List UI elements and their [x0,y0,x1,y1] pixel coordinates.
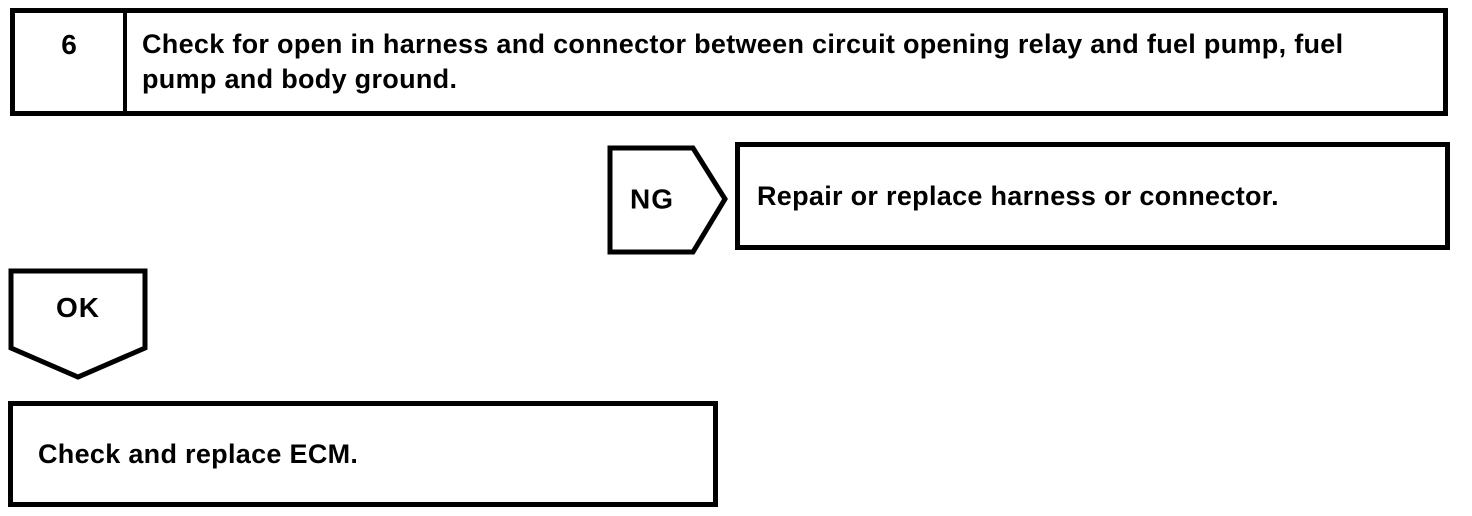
step-number: 6 [61,29,77,60]
step-number-cell: 6 [15,13,127,111]
ng-action-box: Repair or replace harness or connector. [735,142,1450,250]
ok-pentagon-icon [8,268,148,380]
ok-connector: OK [8,268,148,380]
step-box: 6 Check for open in harness and connecto… [10,8,1448,116]
ok-action-text: Check and replace ECM. [38,438,359,469]
ng-pentagon-icon [607,145,728,255]
ng-connector: NG [606,145,728,255]
ok-action-box: Check and replace ECM. [8,401,718,507]
ng-action-text: Repair or replace harness or connector. [757,180,1279,211]
step-instruction-cell: Check for open in harness and connector … [127,13,1443,111]
ok-connector-label: OK [56,292,100,323]
step-instruction-text: Check for open in harness and connector … [142,29,1344,94]
ng-connector-label: NG [630,183,674,215]
